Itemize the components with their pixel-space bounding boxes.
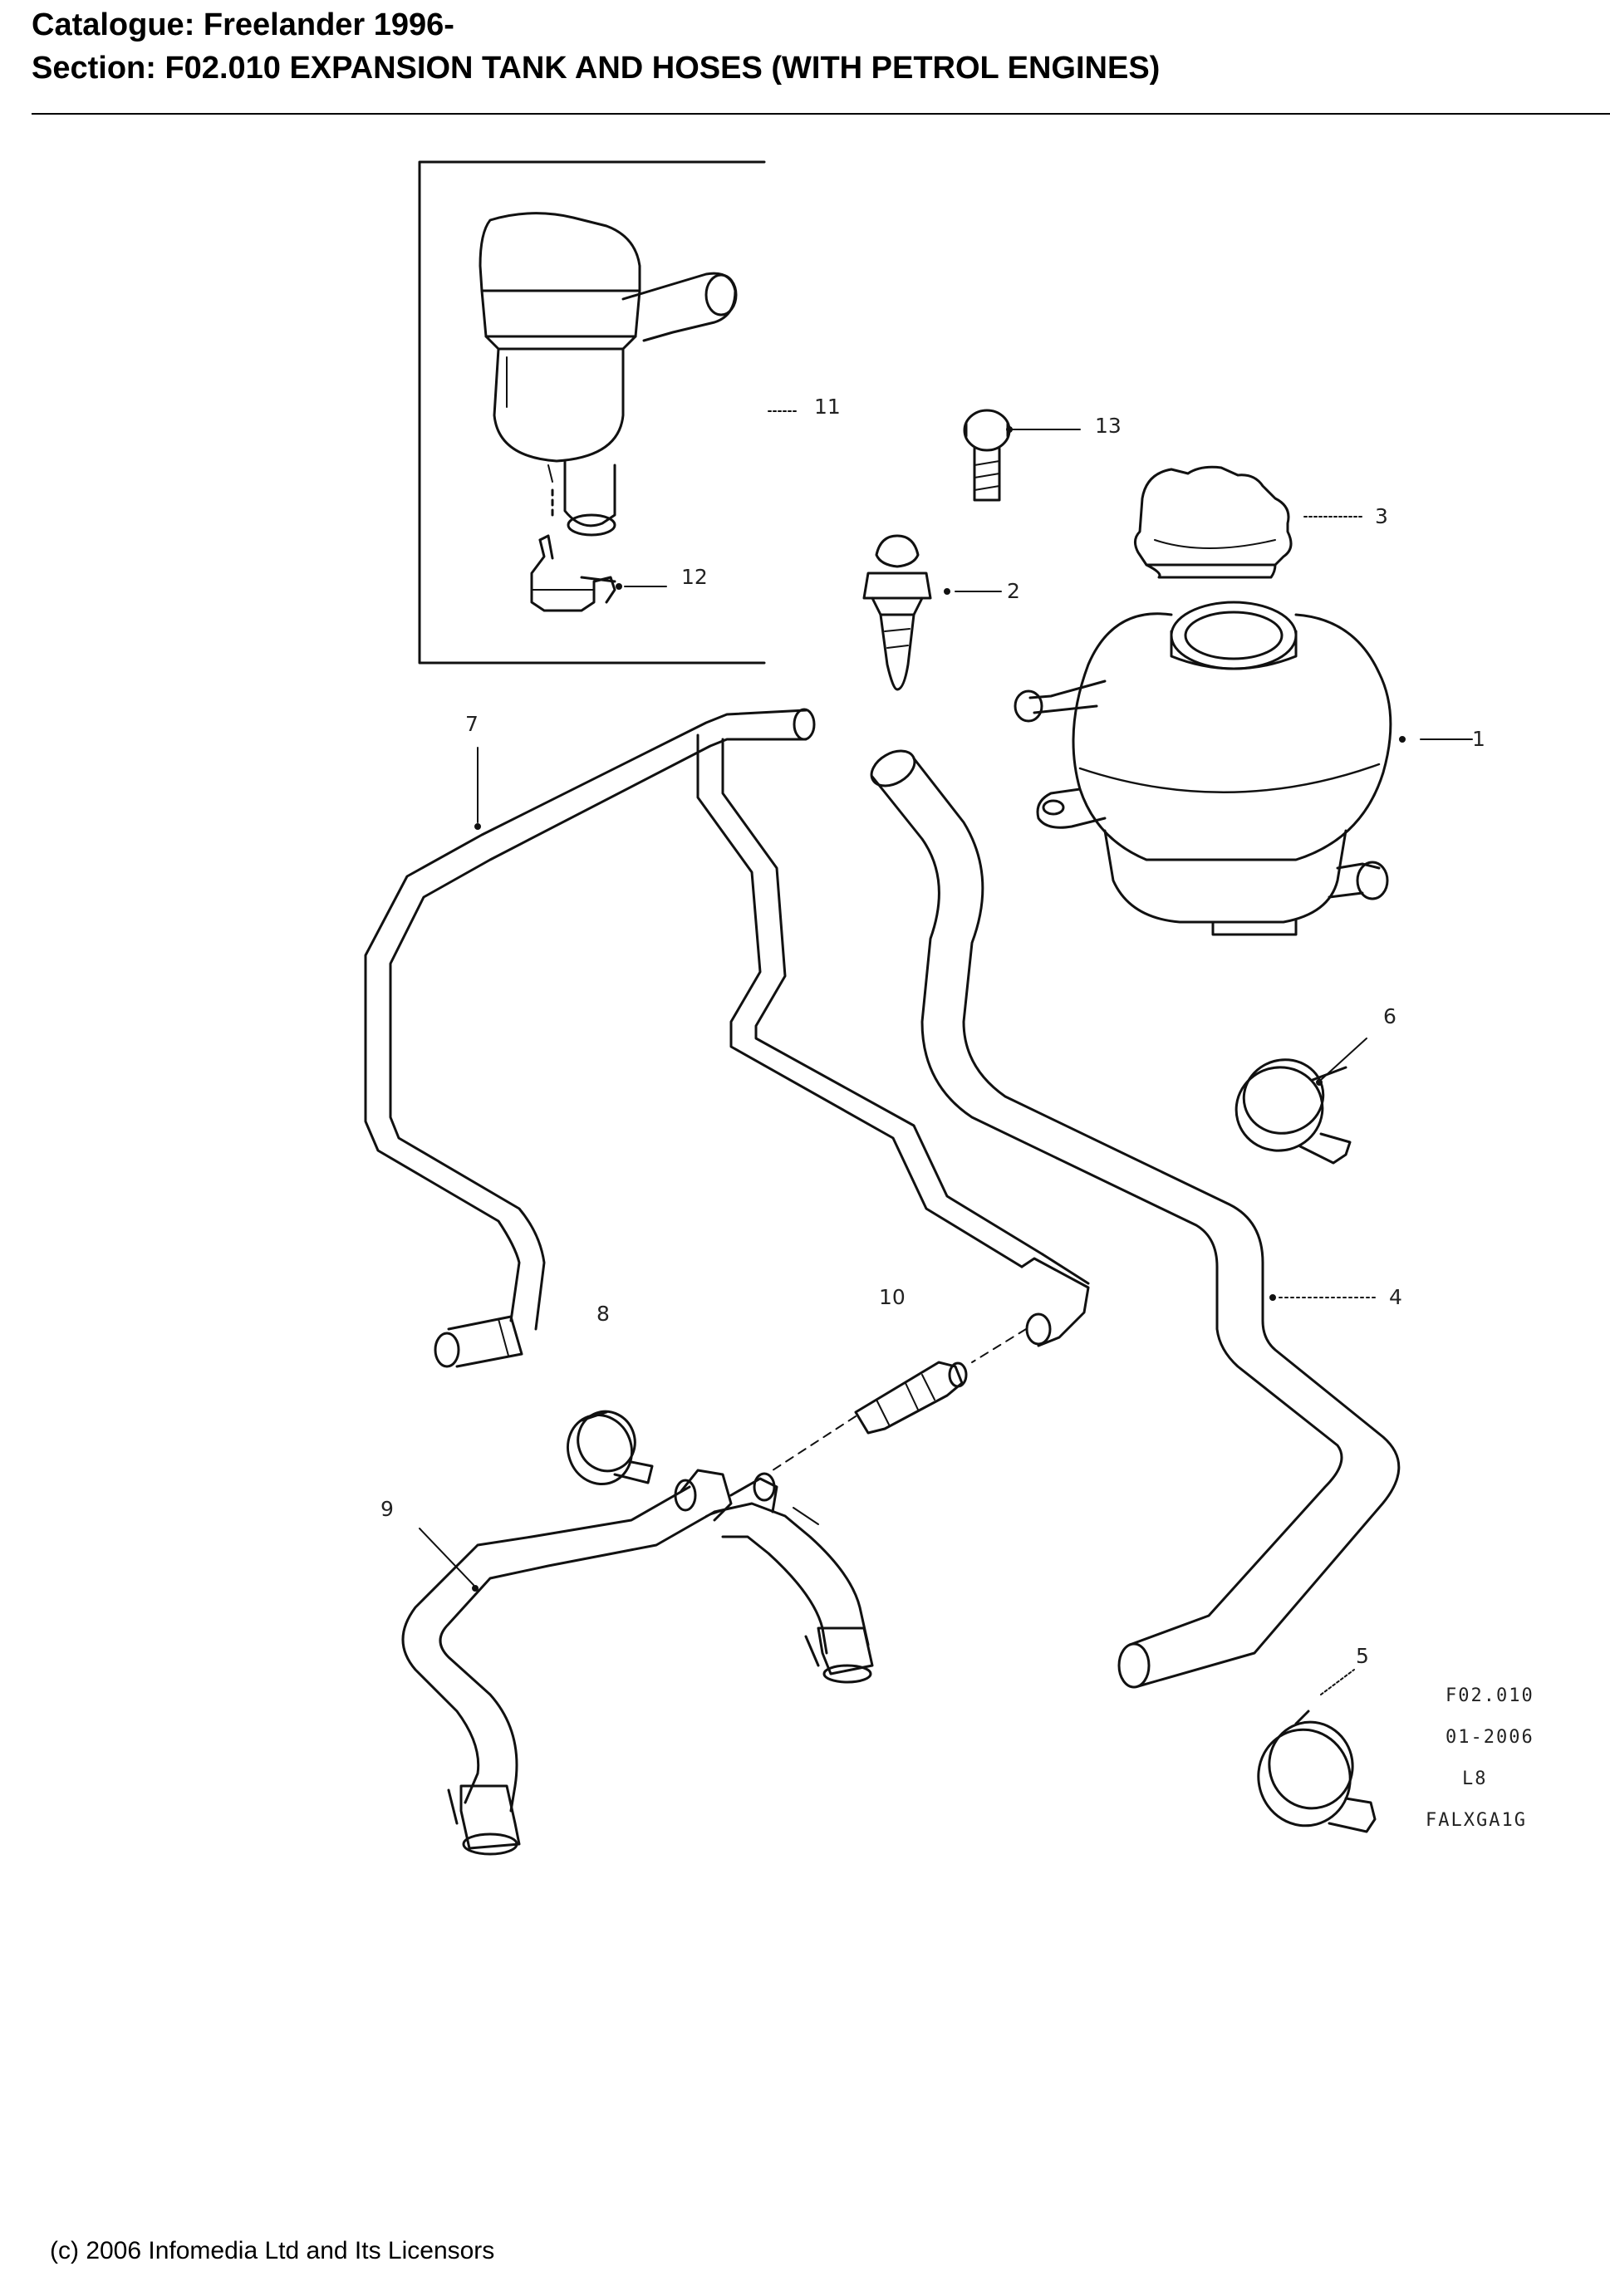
part-13-bolt: [963, 409, 1011, 502]
callout-9: 9: [380, 1497, 394, 1521]
callout-11: 11: [814, 395, 841, 419]
part-11-reservoir: [479, 212, 738, 537]
leader-6: [1320, 1038, 1367, 1081]
part-2-push-clip: [862, 534, 932, 691]
part-1-expansion-tank: [1014, 601, 1392, 936]
ref-date: 01-2006: [1446, 1727, 1534, 1748]
part-4-main-hose: [870, 749, 1401, 1689]
copyright-notice: (c) 2006 Infomedia Ltd and Its Licensors: [50, 2237, 495, 2264]
part-10-connector: [772, 1328, 1027, 1471]
callout-6: 6: [1383, 1004, 1396, 1028]
callout-8: 8: [596, 1302, 610, 1326]
leader-9: [419, 1528, 474, 1586]
catalogue-title: Catalogue: Freelander 1996-: [32, 7, 454, 42]
inset-frame: [418, 160, 766, 665]
callout-13: 13: [1095, 414, 1122, 438]
callout-7: 7: [465, 712, 479, 736]
part-12-drain-plug: [530, 488, 616, 612]
ref-revision: L8: [1462, 1769, 1488, 1789]
callout-3: 3: [1375, 504, 1388, 528]
header-divider: [32, 113, 1610, 115]
part-5-hose-clamp: [1257, 1710, 1377, 1833]
callout-10: 10: [879, 1285, 906, 1309]
illustration-reference: F02.010 01-2006 L8 FALXGA1G: [1426, 1685, 1534, 1831]
ref-illustration-id: FALXGA1G: [1426, 1810, 1527, 1831]
callout-12: 12: [681, 565, 708, 589]
part-3-filler-cap: [1134, 465, 1293, 579]
leader-5: [1320, 1669, 1355, 1695]
callout-4: 4: [1389, 1285, 1402, 1309]
part-7-bleed-pipe: [364, 708, 1090, 1368]
callout-5: 5: [1356, 1644, 1369, 1668]
callout-1: 1: [1472, 727, 1485, 751]
section-title: Section: F02.010 EXPANSION TANK AND HOSE…: [32, 51, 1161, 86]
part-6-hose-clamp: [1234, 1058, 1352, 1165]
callout-2: 2: [1007, 579, 1020, 603]
part-8-hose-clamp: [567, 1410, 654, 1486]
leader-lines: [419, 410, 1473, 1695]
ref-section-code: F02.010: [1446, 1685, 1534, 1706]
part-9-lower-hose: [401, 1469, 874, 1856]
